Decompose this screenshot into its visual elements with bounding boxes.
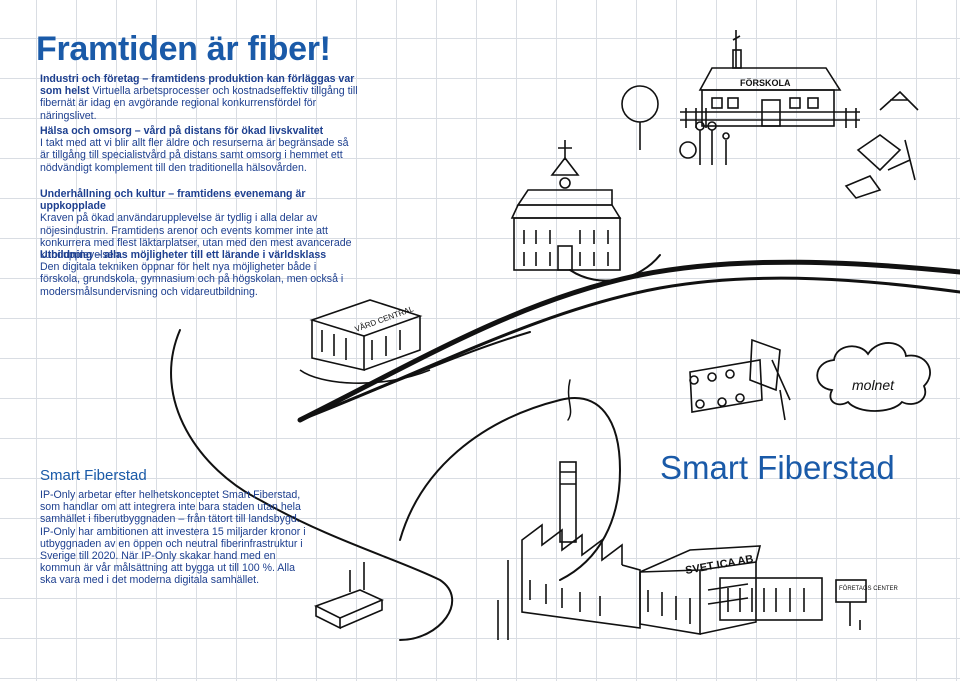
section-education-heading: Utbildning – allas möjligheter till ett … (40, 249, 327, 261)
cable-church (569, 254, 661, 282)
meeting-sketch (689, 338, 791, 421)
forskola-label: FÖRSKOLA (740, 78, 791, 88)
section-health: Hälsa och omsorg – vård på distans för ö… (40, 125, 350, 174)
section-education: Utbildning – allas möjligheter till ett … (40, 249, 355, 298)
intro-lead: Industri och företag – framtidens produk… (40, 73, 355, 98)
church-sketch (510, 140, 622, 271)
vardcentral-sketch (299, 299, 431, 384)
cable-router (399, 397, 621, 581)
foretagscenter-label: FÖRETAGS CENTER (839, 585, 899, 592)
factory-sketch (497, 461, 641, 640)
smart-fiberstad-heading: Smart Fiberstad (40, 467, 147, 484)
intro-body: Virtuella arbetsprocesser och kostnadsef… (40, 85, 358, 122)
page-title: Framtiden är fiber! (36, 30, 331, 68)
foretagscenter-sketch (719, 577, 867, 630)
smart-fiberstad-body: IP-Only arbetar efter helhetskonceptet S… (40, 489, 306, 587)
section-culture-body: Kraven på ökad användarupplevelse är tyd… (40, 212, 352, 262)
forskola-sketch (621, 30, 919, 199)
ica-label: SVET ICA AB (684, 553, 754, 577)
molnet-label: molnet (852, 377, 895, 393)
section-culture-heading: Underhållning och kultur – framtidens ev… (40, 188, 306, 213)
intro-paragraph: Industri och företag – framtidens produk… (40, 73, 370, 122)
shop-sketch (639, 545, 762, 635)
cable-left (170, 329, 454, 641)
section-health-heading: Hälsa och omsorg – vård på distans för ö… (40, 125, 324, 137)
section-education-body: Den digitala tekniken öppnar för helt ny… (40, 261, 344, 298)
router-sketch (313, 562, 384, 630)
section-culture: Underhållning och kultur – framtidens ev… (40, 188, 370, 261)
cloud-sketch (816, 342, 931, 412)
fiber-swoosh (297, 259, 960, 423)
section-health-body: I takt med att vi blir allt fler äldre o… (40, 137, 349, 174)
smart-fiberstad-big-title: Smart Fiberstad (660, 449, 895, 486)
